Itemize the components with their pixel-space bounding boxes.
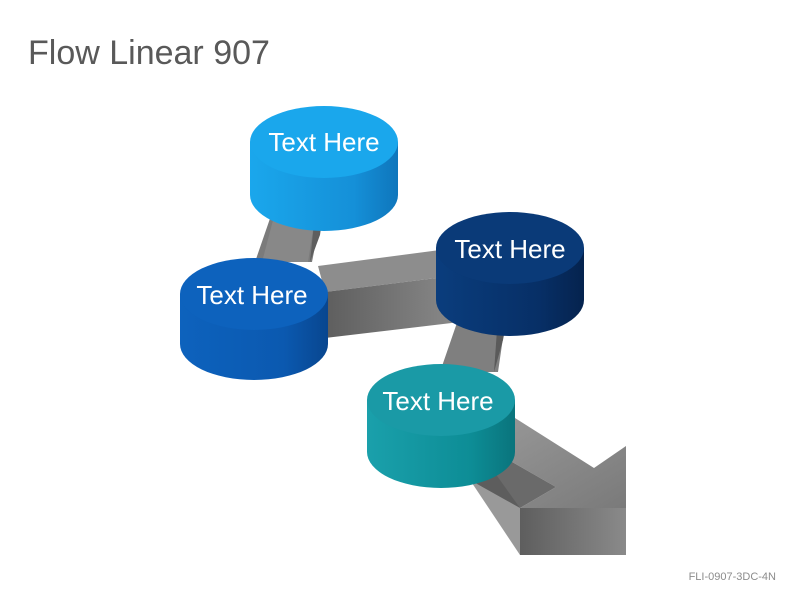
node-3-label: Text Here	[454, 234, 565, 264]
node-1[interactable]: Text Here	[250, 106, 398, 231]
node-3-top	[436, 212, 584, 284]
node-3[interactable]: Text Here	[436, 212, 584, 336]
node-1-label: Text Here	[268, 127, 379, 157]
page-title: Flow Linear 907	[28, 34, 270, 72]
node-2[interactable]: Text Here	[180, 258, 328, 380]
footer-code: FLI-0907-3DC-4N	[688, 571, 776, 583]
node-4-label: Text Here	[382, 386, 493, 416]
node-2-label: Text Here	[196, 280, 307, 310]
node-4-top	[367, 364, 515, 436]
node-1-top	[250, 106, 398, 178]
connector-2-3	[318, 250, 460, 338]
node-4[interactable]: Text Here	[367, 364, 515, 488]
node-2-top	[180, 258, 328, 330]
